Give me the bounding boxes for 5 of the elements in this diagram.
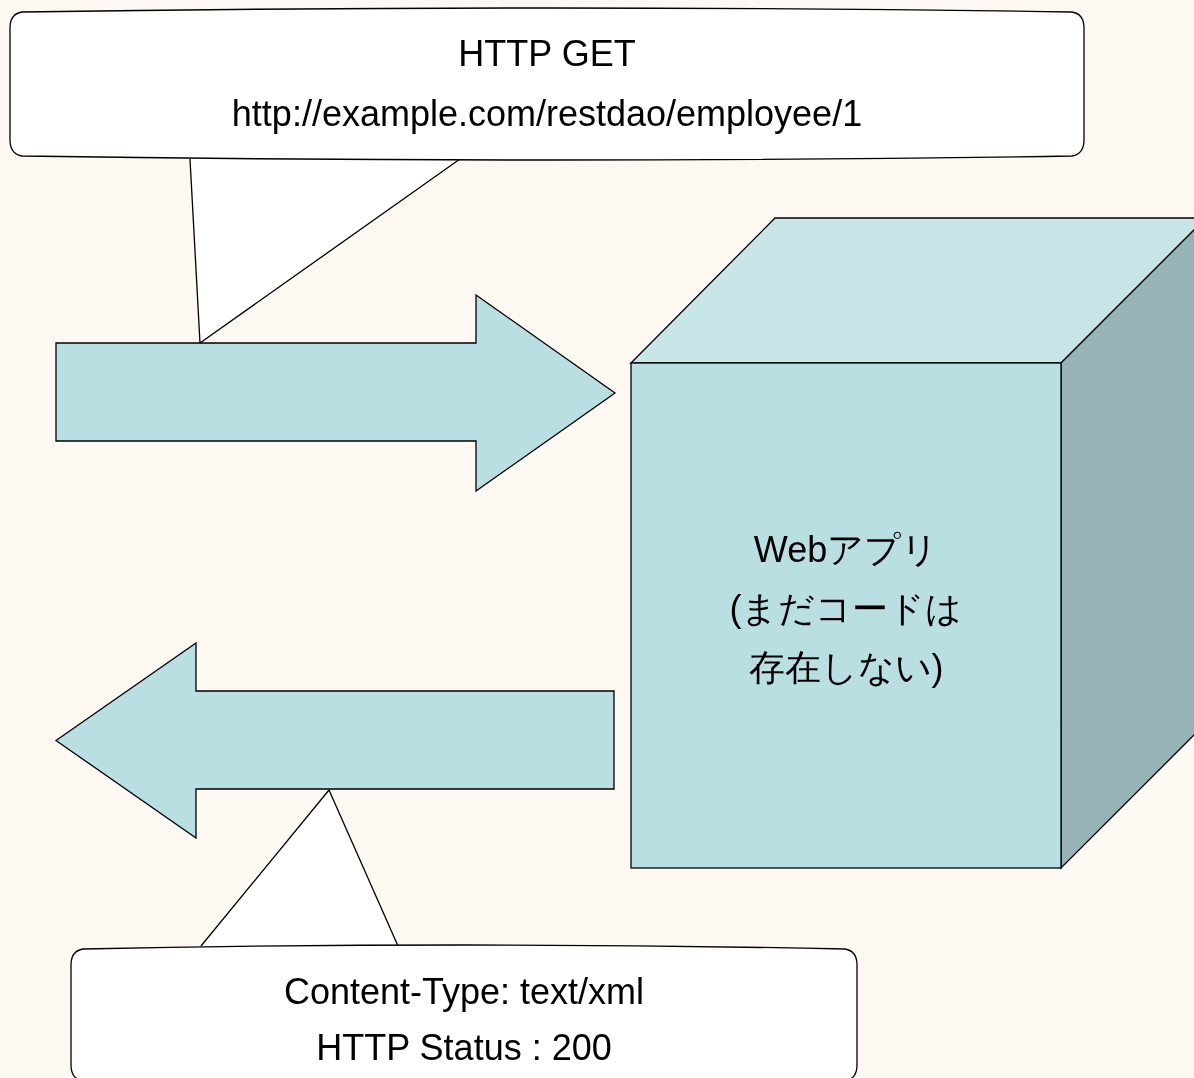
- callout-text: http://example.com/restdao/employee/1: [230, 92, 864, 136]
- cube-label: Webアプリ(まだコードは存在しない): [728, 528, 964, 690]
- callout-text: HTTP GET: [457, 32, 637, 76]
- callout-text: HTTP Status : 200: [315, 1026, 613, 1070]
- callout-text: Content-Type: text/xml: [282, 970, 646, 1014]
